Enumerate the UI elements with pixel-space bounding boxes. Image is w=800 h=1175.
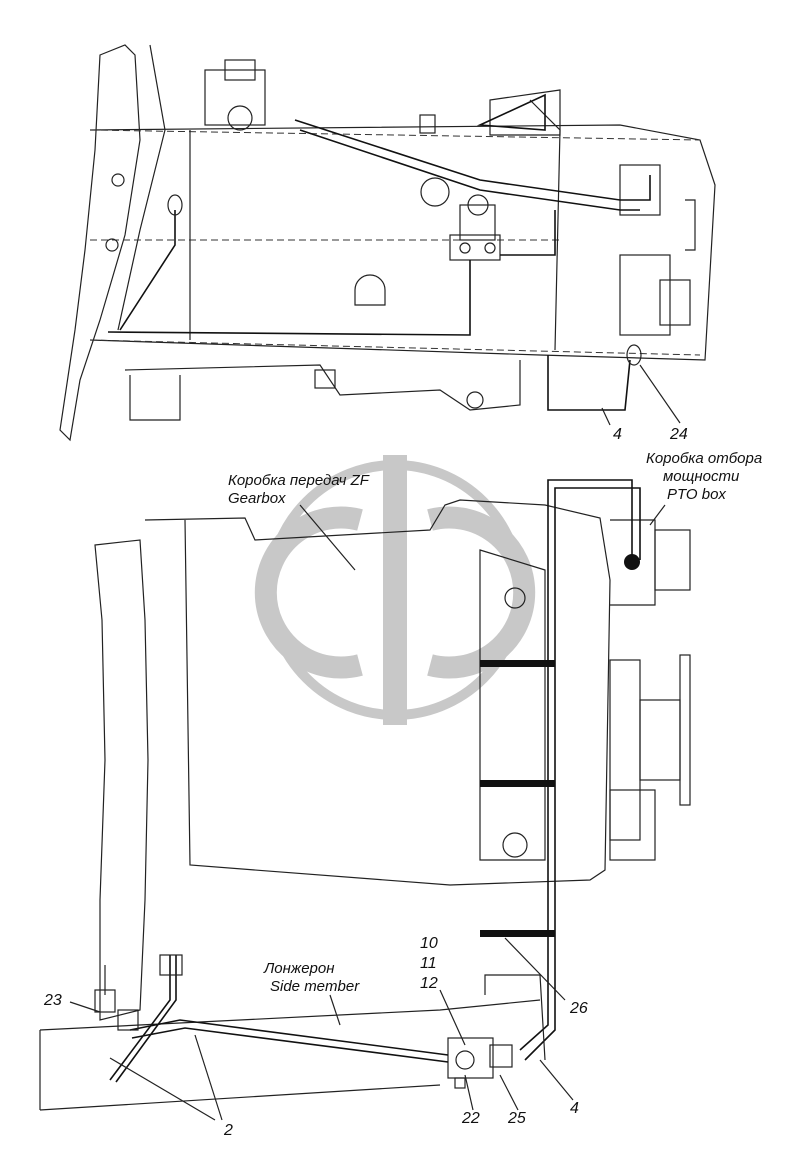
watermark-logo: [254, 455, 536, 725]
top-assembly-view: [59, 44, 716, 442]
callout-23: 23: [44, 992, 62, 1009]
pto-label-ru-1: Коробка отбора: [646, 450, 763, 467]
callout-22: 22: [462, 1110, 480, 1127]
callout-24: 24: [670, 426, 688, 443]
gearbox-label-en: Gearbox: [228, 490, 286, 507]
callout-11: 11: [420, 955, 437, 972]
gearbox-label-ru: Коробка передач ZF: [228, 472, 369, 489]
leader-lines: [69, 364, 681, 1121]
clamp-1: [480, 660, 555, 667]
pto-label-en: PTO box: [667, 486, 726, 503]
side-member-label-ru: Лонжерон: [264, 960, 335, 977]
bottom-assembly-view: [39, 479, 691, 1111]
callout-26: 26: [570, 1000, 588, 1017]
callout-4-bottom: 4: [570, 1100, 579, 1117]
clamp-2: [480, 780, 555, 787]
side-member-label-en: Side member: [270, 978, 360, 995]
pto-fitting: [624, 554, 640, 570]
callout-4-top: 4: [613, 426, 622, 443]
callout-10: 10: [420, 935, 438, 952]
callout-2: 2: [224, 1122, 233, 1139]
callout-12: 12: [420, 975, 438, 992]
clamp-3: [480, 930, 555, 937]
pto-label-ru-2: мощности: [663, 468, 740, 485]
callout-25: 25: [508, 1110, 526, 1127]
